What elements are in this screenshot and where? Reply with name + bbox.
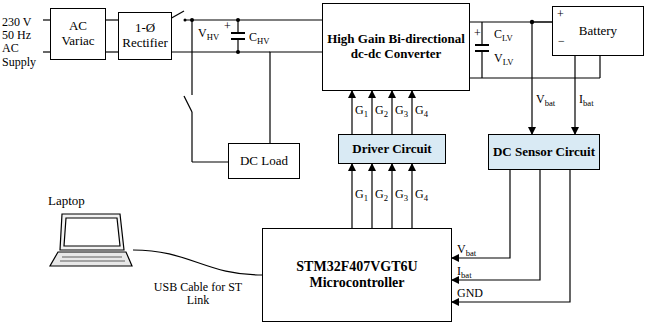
supply-label: 230 V 50 Hz AC Supply	[2, 16, 42, 69]
connector	[371, 91, 372, 134]
connector	[270, 52, 322, 143]
battery-terminal: +	[557, 8, 564, 21]
node-text: Battery	[579, 24, 617, 39]
variac-box: AC Variac	[50, 8, 106, 60]
connector	[106, 19, 118, 20]
rectifier-box: 1-Ø Rectifier	[118, 12, 172, 60]
connector	[391, 91, 392, 134]
signal-label: G2	[375, 104, 388, 117]
converter-box: High Gain Bi-directional dc-dc Converter	[322, 3, 470, 91]
connector	[532, 22, 552, 134]
signal-label: G2	[375, 188, 388, 201]
node-text: 1-Ø Rectifier	[122, 21, 168, 51]
node-text: High Gain Bi-directional dc-dc Converter	[326, 32, 466, 62]
signal-label: G1	[355, 104, 368, 117]
signal-label: Vbat	[536, 93, 555, 106]
signal-label: Vbat	[457, 243, 476, 256]
signal-label: Ibat	[579, 93, 594, 106]
load-box: DC Load	[228, 143, 300, 179]
battery-box: Battery	[552, 6, 644, 56]
node-text: DC Load	[240, 154, 288, 169]
connector	[371, 164, 372, 228]
polarity-mark: +	[474, 27, 481, 40]
capacitor-label: CLV	[494, 28, 513, 41]
signal-label: USB Cable for ST Link	[142, 281, 254, 307]
node-text: Laptop	[48, 194, 85, 209]
connector	[391, 164, 392, 228]
voltage-label: VHV	[198, 27, 219, 40]
connector	[351, 91, 352, 134]
node-text: Driver Circuit	[352, 142, 431, 157]
capacitor-label: CHV	[249, 31, 269, 44]
driver-box: Driver Circuit	[338, 134, 446, 164]
connector	[133, 250, 262, 275]
voltage-label: VLV	[494, 52, 513, 65]
connector	[411, 164, 412, 228]
node-text: DC Sensor Circuit	[493, 145, 595, 160]
signal-label: G1	[355, 188, 368, 201]
signal-label: GND	[457, 287, 483, 300]
connector	[452, 170, 570, 302]
connector	[351, 164, 352, 228]
signal-label: Ibat	[457, 265, 472, 278]
connector	[452, 170, 510, 258]
connector	[574, 56, 575, 134]
signal-label: G3	[395, 104, 408, 117]
polarity-mark: +	[224, 20, 231, 33]
battery-terminal: −	[558, 35, 565, 48]
connector	[452, 170, 540, 280]
node-text: AC Variac	[54, 19, 102, 49]
signal-label: G3	[395, 188, 408, 201]
connector	[411, 91, 412, 134]
node-text: STM32F407VGT6U Microcontroller	[266, 259, 448, 291]
laptop-icon: Laptop	[45, 192, 133, 272]
connector	[172, 19, 322, 20]
sensor-box: DC Sensor Circuit	[488, 134, 600, 170]
microcontroller-box: STM32F407VGT6U Microcontroller	[262, 228, 452, 322]
signal-label: G4	[415, 104, 428, 117]
signal-label: G4	[415, 188, 428, 201]
